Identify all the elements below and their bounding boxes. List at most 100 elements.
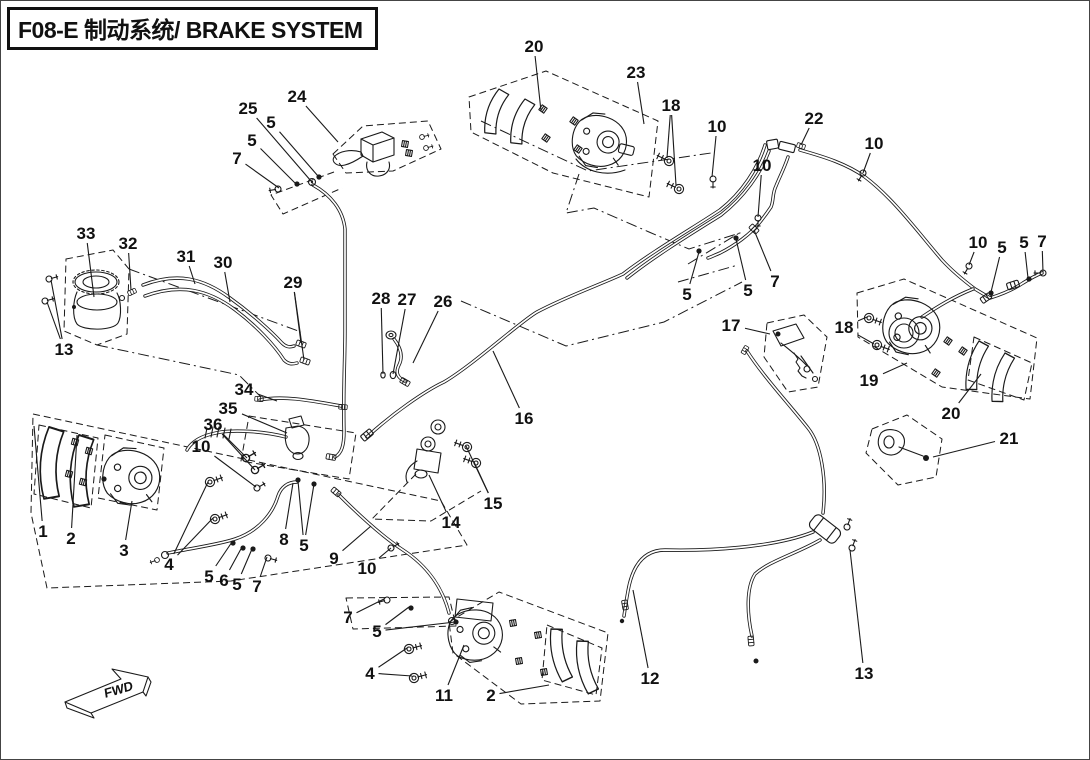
callout-leader-18 (857, 334, 875, 345)
part-callout-18: 18 (662, 96, 681, 115)
callout-leader-18 (666, 114, 671, 159)
part-callout-10: 10 (192, 437, 211, 456)
brake-tubes (141, 143, 1044, 638)
part-callout-28: 28 (372, 289, 391, 308)
callout-leader-21 (932, 440, 996, 458)
part-callout-10: 10 (358, 559, 377, 578)
part-callout-2: 2 (66, 529, 75, 548)
part-callout-4: 4 (164, 555, 174, 574)
callout-leader-4 (378, 647, 408, 668)
part-callout-14: 14 (442, 513, 461, 532)
front-left-caliper-art (37, 425, 165, 510)
callout-leader-7 (356, 598, 385, 614)
part-callout-24: 24 (288, 87, 307, 106)
front-master-cylinder-art (307, 131, 395, 187)
callout-leader-32 (128, 252, 132, 291)
part-callout-5: 5 (266, 113, 275, 132)
callout-leader-5 (689, 251, 700, 285)
part-callout-7: 7 (1037, 232, 1046, 251)
part-callout-13: 13 (55, 340, 74, 359)
part-callout-8: 8 (279, 530, 288, 549)
callout-leader-13 (849, 549, 864, 664)
part-callout-26: 26 (434, 292, 453, 311)
parking-brake-mechanism-art (772, 323, 819, 383)
callout-leader-20 (958, 373, 982, 404)
part-callout-15: 15 (484, 494, 503, 513)
part-callout-10: 10 (708, 117, 727, 136)
callout-leader-5 (297, 480, 304, 536)
part-callout-27: 27 (398, 290, 417, 309)
callout-leader-18 (857, 316, 868, 322)
callout-leader-24 (305, 105, 339, 143)
callout-leader-1 (33, 425, 43, 522)
callout-leader-36 (221, 433, 256, 471)
callout-leader-7 (1041, 250, 1044, 273)
part-callout-36: 36 (204, 415, 223, 434)
part-callout-7: 7 (770, 272, 779, 291)
callout-leader-20 (534, 55, 542, 112)
callout-leader-10 (968, 251, 975, 266)
part-callout-7: 7 (232, 149, 241, 168)
part-callout-10: 10 (753, 156, 772, 175)
callout-leader-23 (636, 81, 645, 125)
callout-leader-10 (862, 152, 871, 174)
callout-leader-5 (385, 606, 410, 626)
rear-left-caliper-art (443, 598, 600, 696)
front-right-caliper-art (479, 87, 635, 174)
callout-leader-10 (757, 174, 762, 218)
part-callout-22: 22 (805, 109, 824, 128)
part-callout-5: 5 (743, 281, 752, 300)
part-callout-33: 33 (77, 224, 96, 243)
callout-leader-17 (744, 327, 771, 335)
junction-valve-art (405, 419, 446, 483)
callout-leader-2 (499, 684, 550, 695)
callout-leader-7 (259, 556, 268, 577)
callout-leader-25 (256, 117, 312, 182)
callout-leader-30 (224, 271, 231, 303)
part-callout-9: 9 (329, 549, 338, 568)
cable-bracket-art (877, 429, 929, 461)
part-callout-2: 2 (486, 686, 495, 705)
callout-leader-36 (222, 433, 248, 459)
part-callout-5: 5 (372, 622, 381, 641)
callout-leader-11 (447, 644, 465, 686)
callout-leader-16 (492, 350, 520, 409)
callout-leader-29 (293, 291, 305, 361)
callout-leader-26 (412, 310, 439, 364)
part-callout-21: 21 (1000, 429, 1019, 448)
callout-leader-15 (473, 461, 489, 494)
callout-leader-12 (632, 589, 649, 669)
part-callout-12: 12 (641, 669, 660, 688)
callout-leader-5 (260, 148, 297, 185)
callout-leader-10 (378, 547, 392, 559)
callout-leader-34 (257, 393, 278, 402)
part-callout-5: 5 (1019, 233, 1028, 252)
callout-leader-10 (214, 455, 257, 488)
cable-equalizer-art (619, 344, 842, 664)
part-callout-29: 29 (284, 273, 303, 292)
callout-leader-4 (173, 481, 209, 555)
part-callout-31: 31 (177, 247, 196, 266)
part-callout-18: 18 (835, 318, 854, 337)
callout-leader-5 (990, 256, 1001, 293)
callout-leader-19 (882, 362, 908, 375)
part-callout-16: 16 (515, 409, 534, 428)
part-callout-11: 11 (435, 686, 453, 705)
part-callout-5: 5 (232, 575, 241, 594)
callout-leader-4 (378, 673, 413, 677)
callout-leader-28 (380, 307, 384, 375)
part-callout-7: 7 (343, 608, 352, 627)
callout-leader-5 (305, 483, 315, 536)
fasteners (40, 104, 1047, 685)
part-callout-19: 19 (860, 371, 879, 390)
part-callout-30: 30 (214, 253, 233, 272)
callout-leader-14 (428, 474, 447, 513)
callout-leader-7 (245, 163, 280, 189)
callout-leader-3 (125, 500, 133, 541)
callout-leader-6 (228, 546, 243, 571)
part-callout-10: 10 (969, 233, 988, 252)
assembly-outline-regions (30, 70, 1038, 705)
part-callout-17: 17 (722, 316, 741, 335)
